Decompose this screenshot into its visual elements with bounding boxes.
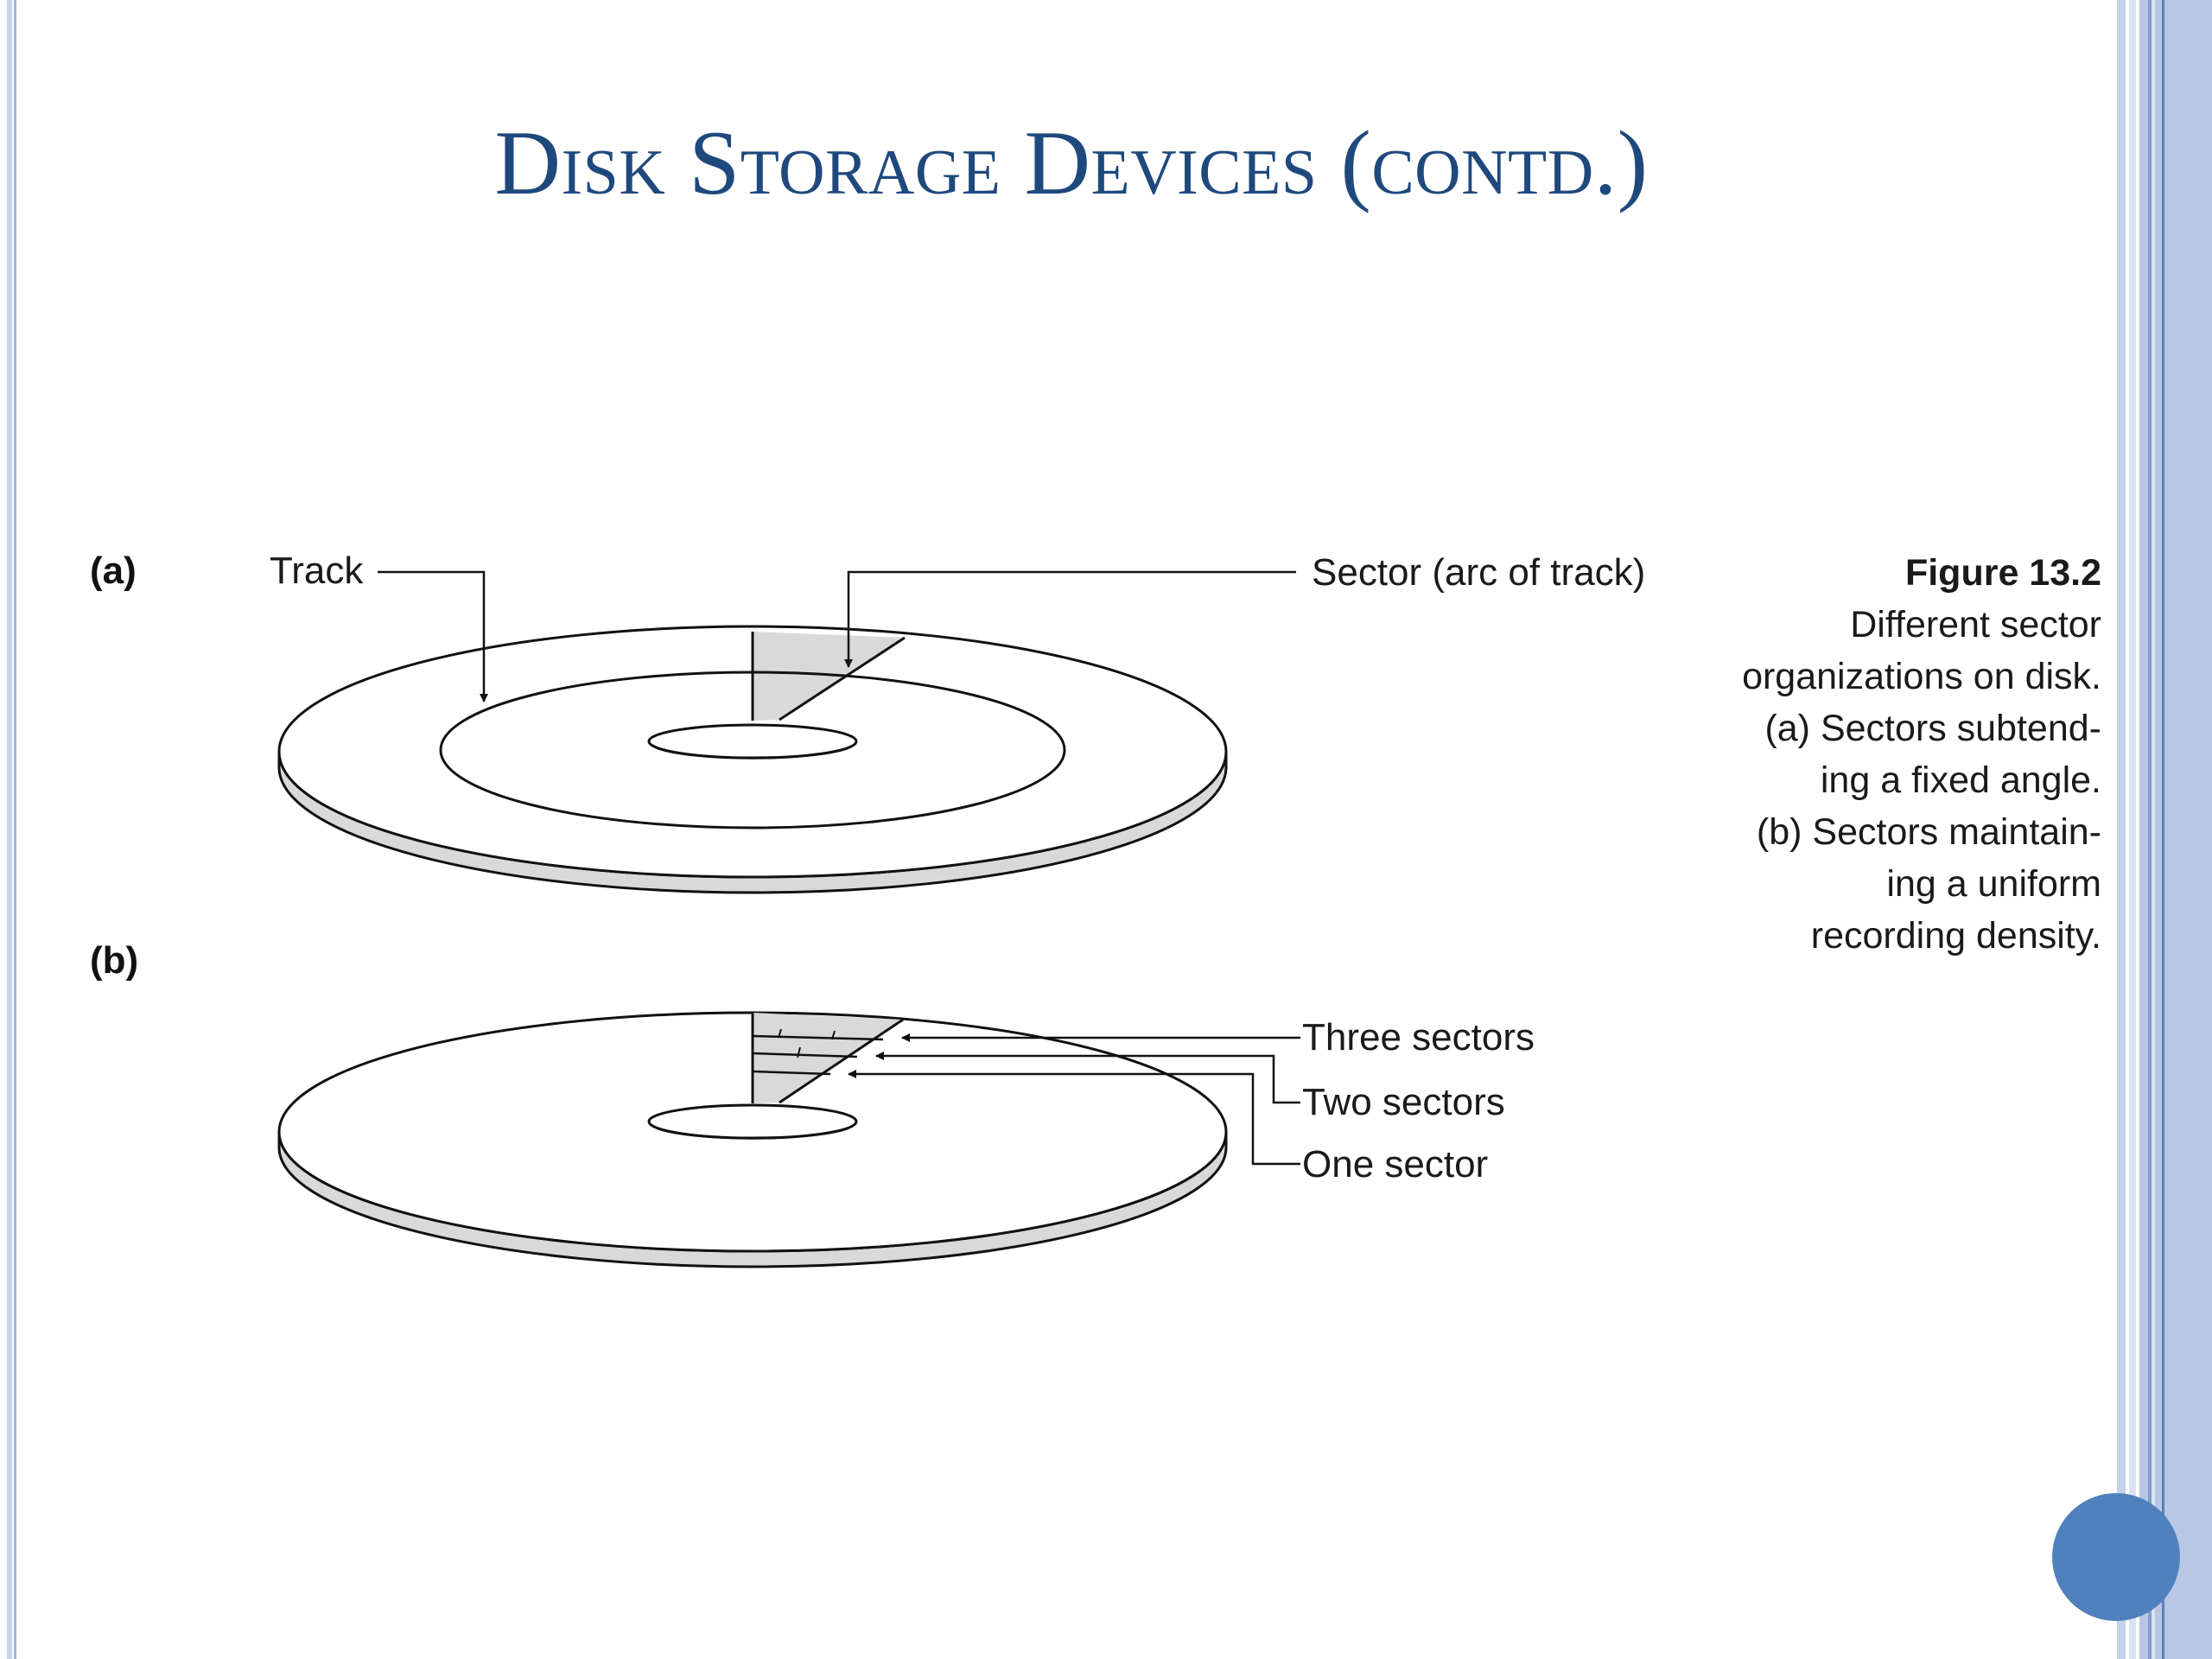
disk-b-track-outer [752,1034,884,1041]
one-sector-leader-arrow [848,1070,1300,1166]
caption-line: (a) Sectors subtend- [1764,708,2101,749]
two-sectors-leader-arrow [875,1052,1300,1104]
track-label: Track [270,550,364,592]
sector-label: Sector (arc of track) [1312,551,1645,594]
sector-tick [778,1028,782,1039]
left-border-rail [7,0,16,1659]
track-leader-arrow [378,570,488,702]
sector-tick [831,1030,836,1040]
caption-line: ing a fixed angle. [1820,760,2101,801]
disk-b-sector-wedge [753,1013,903,1103]
disk-b [277,1011,1228,1268]
one-sector-label: One sector [1302,1143,1488,1185]
right-border-rail [2117,0,2212,1659]
figure-caption: Figure 13.2 Different sector organizatio… [1618,547,2101,962]
disk-a-spindle-hole [647,723,858,760]
disk-b-track-inner [752,1070,831,1076]
disk-a-sector-wedge [753,632,905,721]
disk-b-spindle-hole [647,1103,858,1140]
sector-tick [797,1046,801,1058]
slide-accent-dot [2052,1493,2180,1621]
caption-line: Different sector [1850,604,2101,645]
three-sectors-label: Three sectors [1302,1016,1535,1058]
caption-line: (b) Sectors maintain- [1756,811,2101,853]
panel-a-label: (a) [90,550,137,592]
disk-b-track-middle [752,1052,858,1058]
two-sectors-label: Two sectors [1302,1081,1505,1123]
slide-title: Disk Storage Devices (contd.) [494,112,1649,213]
caption-line: organizations on disk. [1742,656,2101,697]
panel-b-label: (b) [90,939,138,982]
caption-line: recording density. [1810,915,2101,957]
caption-line: ing a uniform [1886,863,2101,905]
figure-number: Figure 13.2 [1904,552,2101,594]
sector-leader-arrow [844,570,1296,668]
disk-a [277,625,1228,894]
